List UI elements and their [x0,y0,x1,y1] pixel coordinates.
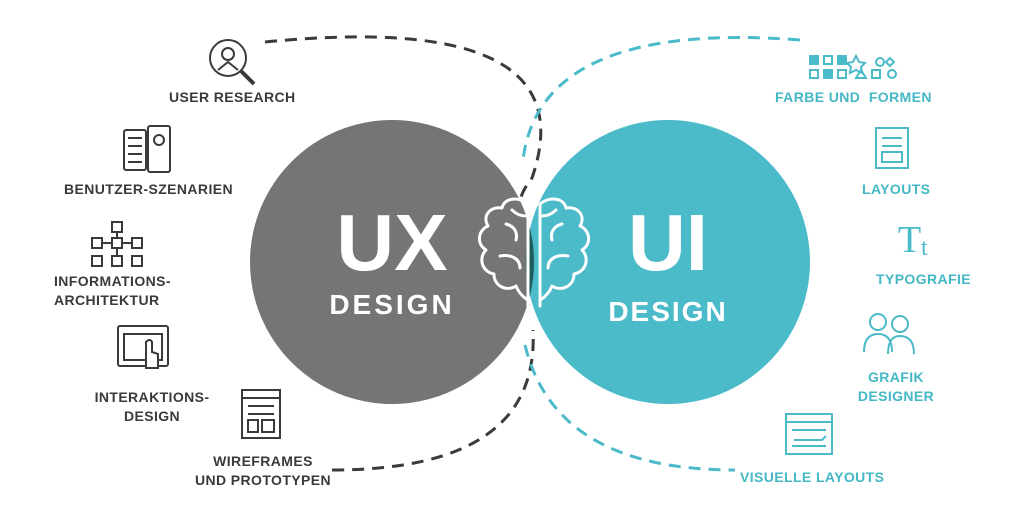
ui-dashed-arc [521,36,801,161]
label-benutzer-szenarien: BENUTZER-SZENARIEN [64,181,233,197]
layout-document-icon [875,127,909,169]
typography-tt-icon: T t [898,219,928,261]
ux-circle [250,120,534,404]
information-architecture-flowchart-icon [91,221,143,267]
label-typografie: TYPOGRAFIE [876,271,972,287]
interaction-touch-screen-icon [117,325,169,369]
ux-subtitle: DESIGN [329,289,455,320]
visual-layout-editor-icon [785,413,833,455]
ui-title: UI [628,198,708,287]
label-visuelle-layouts: VISUELLE LAYOUTS [740,469,885,485]
wireframe-layout-icon [241,389,281,439]
label-user-research: USER RESEARCH [169,89,296,105]
graphic-designers-people-icon [863,313,915,355]
ui-subtitle: DESIGN [608,296,728,327]
user-scenarios-profile-icon [123,125,171,173]
svg-text:t: t [921,235,928,261]
label-wireframes-prototypen: WIREFRAMES UND PROTOTYPEN [194,453,332,488]
label-layouts: LAYOUTS [862,181,931,197]
label-interaktions-design: INTERAKTIONS- DESIGN [94,389,210,424]
color-shapes-icon [809,53,897,79]
brain-icon [478,197,590,308]
label-informations-architektur: INFORMATIONS- ARCHITEKTUR [54,273,171,308]
svg-text:T: T [898,219,921,261]
ux-dashed-arc [264,35,543,263]
ux-title: UX [336,198,448,287]
ux-dashed-arc-bottom [331,329,535,472]
ui-circle [526,120,810,404]
label-farbe-formen: FARBE UND FORMEN [775,89,932,105]
user-research-magnifier-icon [209,39,256,86]
label-grafik-designer: GRAFIK DESIGNER [857,369,935,404]
ui-dashed-arc-bottom [523,344,736,472]
